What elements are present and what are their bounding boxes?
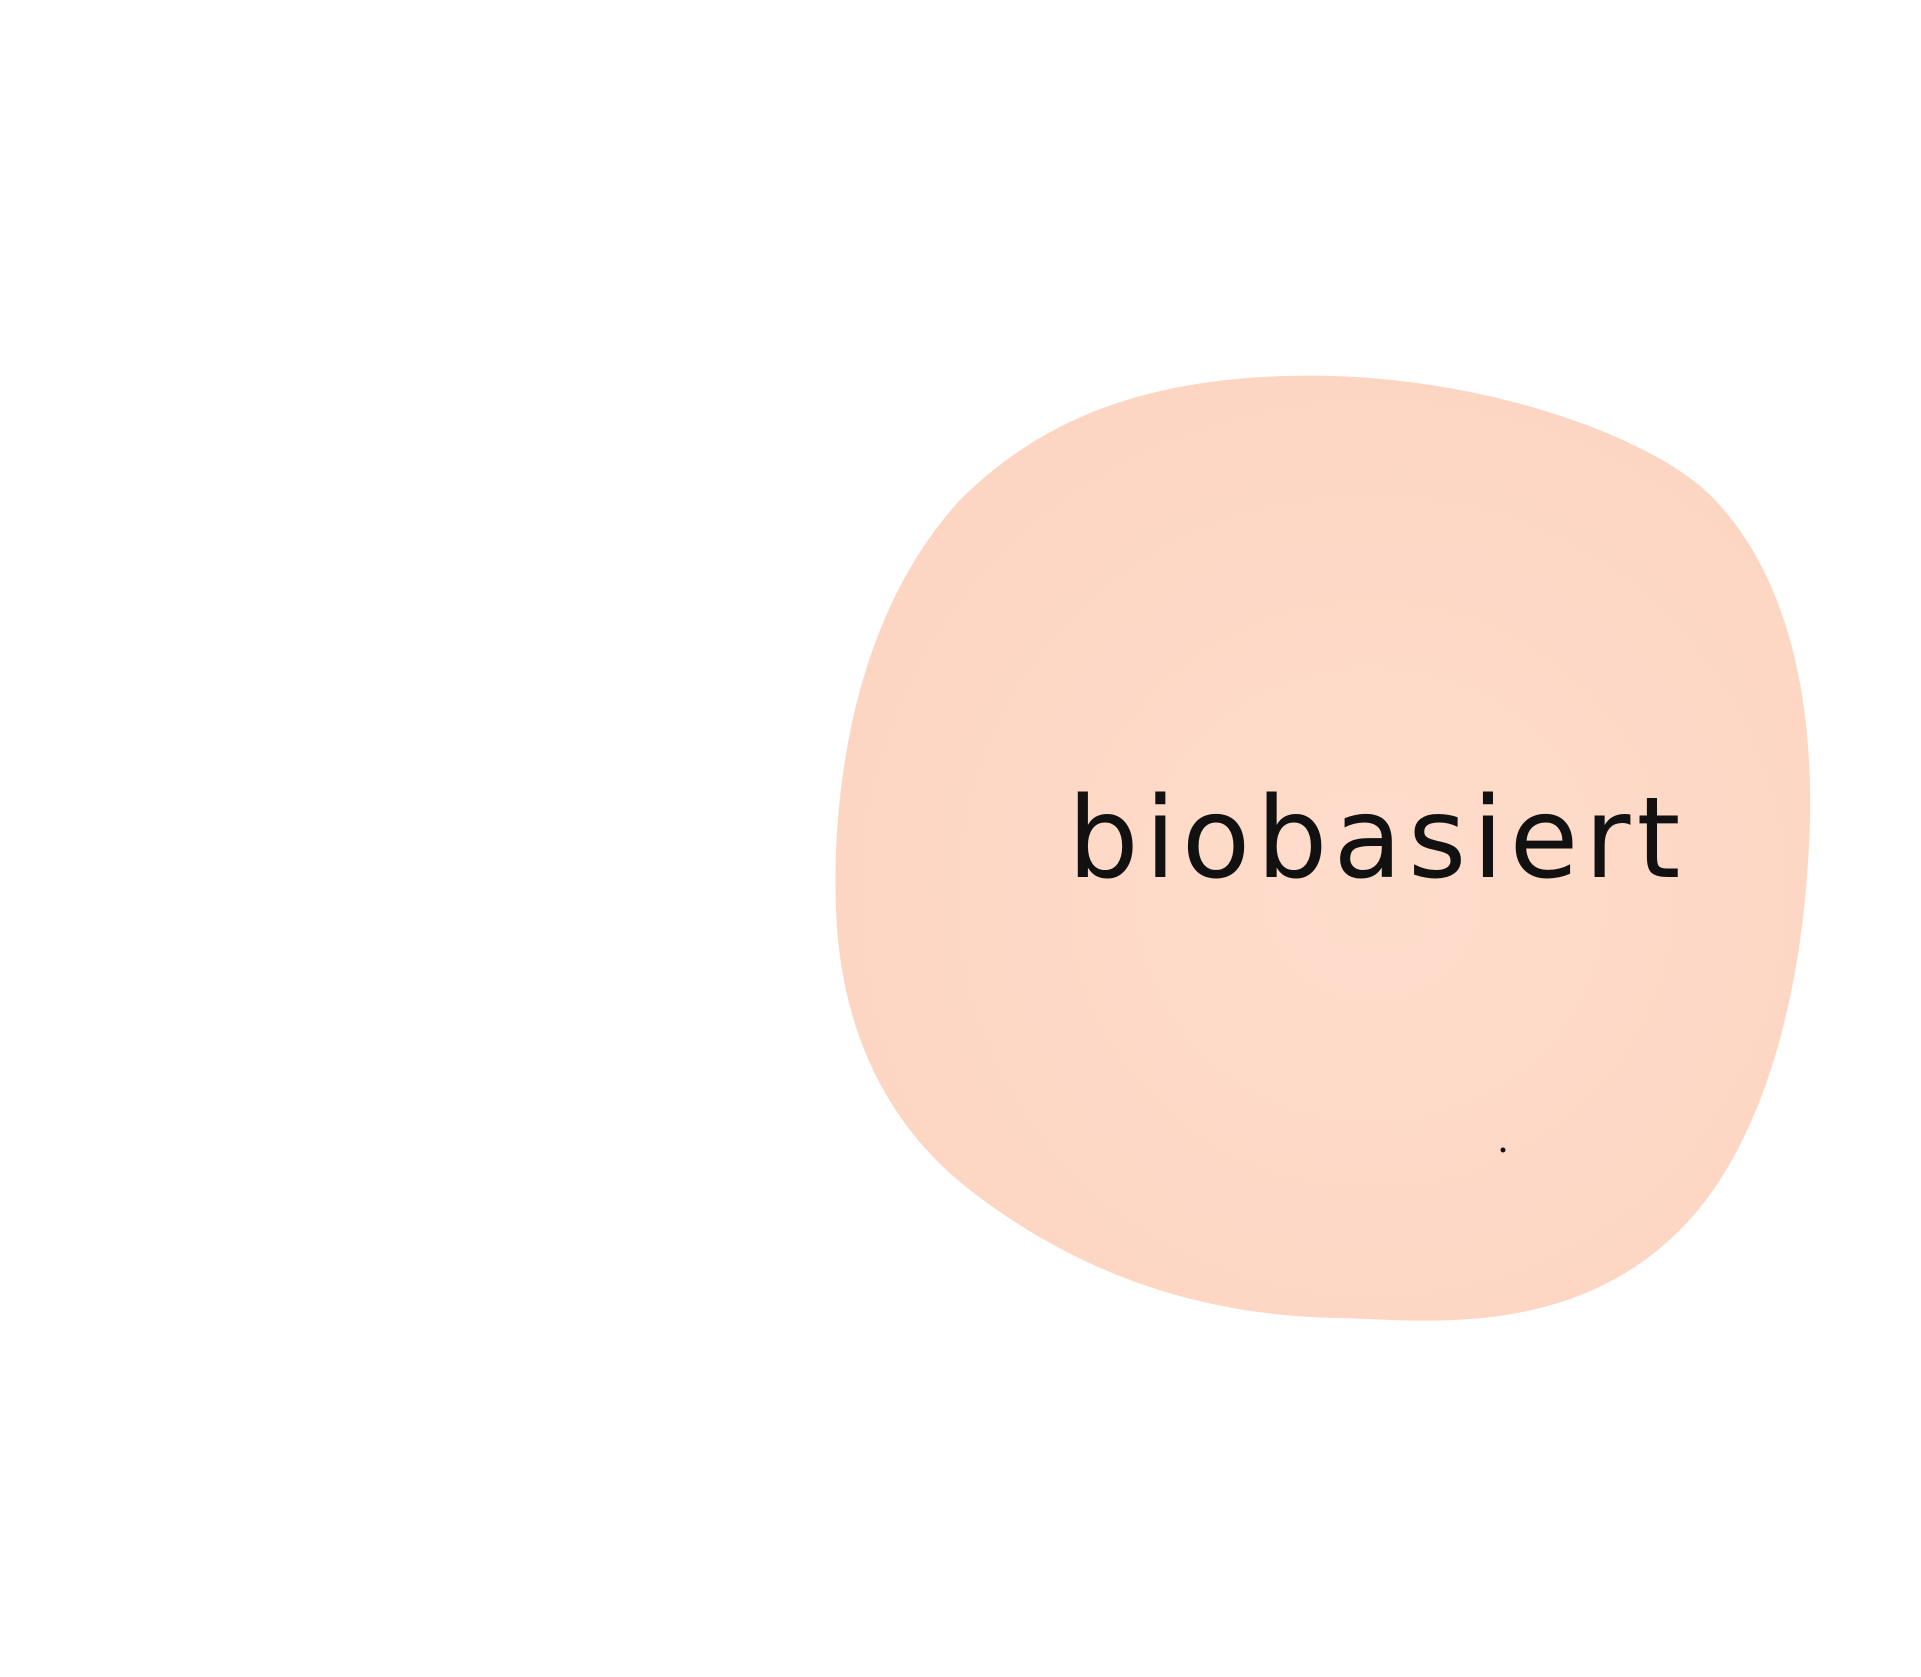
blob-label: biobasiert xyxy=(1068,774,1687,904)
peach-blob xyxy=(835,375,1811,1321)
ink-speck xyxy=(1500,1147,1506,1153)
blob-shape xyxy=(835,375,1811,1321)
